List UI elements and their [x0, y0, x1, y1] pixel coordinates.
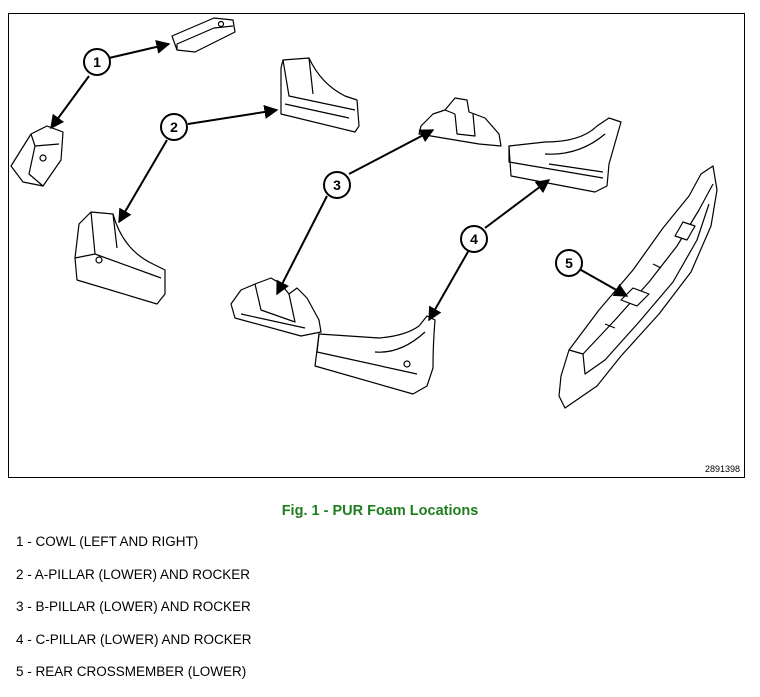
callout-3: 3	[323, 171, 351, 199]
callouts: 1 2 3 4 5	[83, 48, 583, 277]
legend-list: 1 - COWL (LEFT AND RIGHT) 2 - A-PILLAR (…	[16, 534, 252, 697]
a-pillar-part-lower	[74, 211, 166, 305]
callout-3-label: 3	[333, 177, 341, 193]
leader-4-to-c-pillar-upper	[484, 179, 551, 229]
b-pillar-part-lower	[230, 277, 322, 337]
figure-id: 2891398	[704, 464, 740, 474]
diagram-svg: 1 2 3 4 5	[10, 17, 718, 409]
callout-2: 2	[160, 113, 188, 141]
callout-1-label: 1	[93, 54, 101, 70]
cowl-part-upper	[171, 17, 236, 53]
legend-item-1: 1 - COWL (LEFT AND RIGHT)	[16, 534, 199, 549]
figure-frame: 1 2 3 4 5 2891398	[8, 13, 745, 478]
leader-1-to-cowl-upper	[108, 40, 171, 59]
leader-3-to-b-pillar-upper	[348, 129, 435, 175]
c-pillar-part-lower	[314, 315, 436, 395]
callout-5: 5	[555, 249, 583, 277]
rear-crossmember-part	[558, 165, 718, 409]
legend-item-4: 4 - C-PILLAR (LOWER) AND ROCKER	[16, 631, 252, 647]
legend-item-3: 3 - B-PILLAR (LOWER) AND ROCKER	[16, 599, 251, 614]
figure-caption: Fig. 1 - PUR Foam Locations	[281, 503, 479, 519]
leader-4-to-c-pillar-lower	[428, 249, 470, 322]
a-pillar-part-upper	[280, 57, 360, 133]
b-pillar-part-upper	[418, 97, 502, 147]
callout-4: 4	[460, 225, 488, 253]
leader-1-to-cowl-lower	[50, 75, 90, 130]
cowl-part-lower	[10, 125, 64, 187]
leader-2-to-a-pillar-lower	[118, 139, 168, 224]
callout-5-label: 5	[565, 255, 573, 271]
c-pillar-part-upper	[508, 117, 622, 193]
callout-2-label: 2	[170, 119, 178, 135]
legend-item-5: 5 - REAR CROSSMEMBER (LOWER)	[16, 664, 247, 679]
callout-4-label: 4	[470, 231, 478, 247]
legend-item-2: 2 - A-PILLAR (LOWER) AND ROCKER	[16, 566, 251, 582]
callout-1: 1	[83, 48, 111, 76]
leader-5-to-rear-crossmember	[580, 269, 629, 297]
leader-3-to-b-pillar-lower	[276, 195, 328, 296]
leader-lines	[50, 40, 629, 322]
leader-2-to-a-pillar-upper	[187, 105, 279, 125]
